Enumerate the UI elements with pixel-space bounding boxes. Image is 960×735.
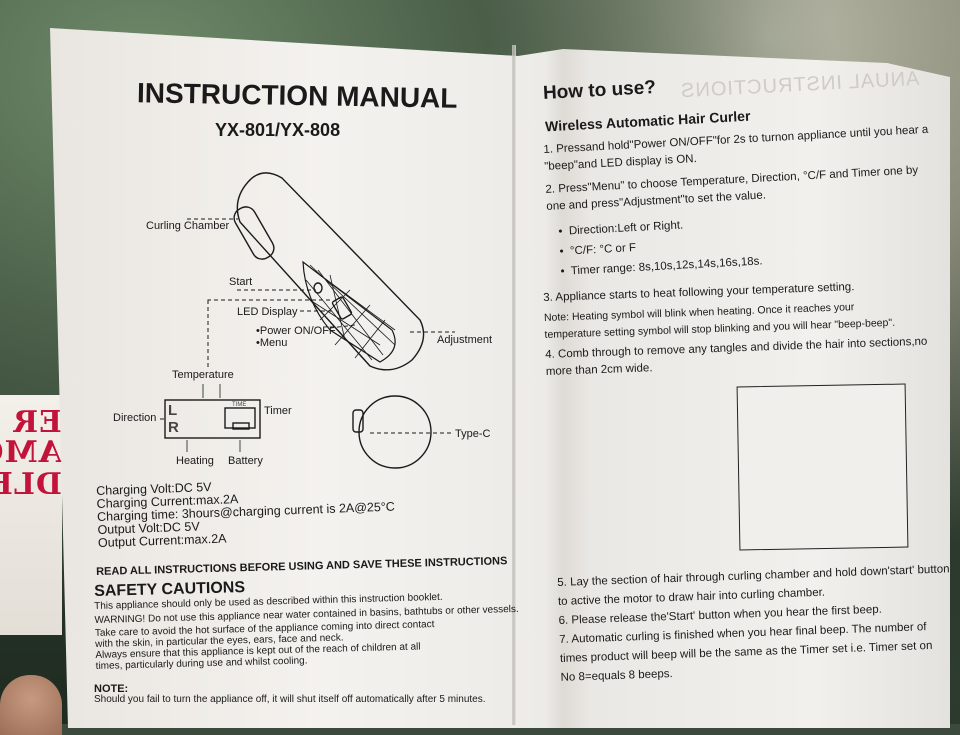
label-led-display: LED Display xyxy=(237,306,298,318)
curler-end-view xyxy=(358,395,432,469)
label-timer: Timer xyxy=(264,405,292,417)
label-start: Start xyxy=(229,276,253,288)
display-panel xyxy=(164,399,261,439)
label-direction: Direction xyxy=(113,412,157,424)
note-text: Should you fail to turn the appliance of… xyxy=(94,694,486,705)
label-power: •Power ON/OFF xyxy=(256,325,336,337)
label-menu: •Menu xyxy=(256,337,288,349)
label-adjustment: Adjustment xyxy=(437,334,493,346)
display-time-label: TIME xyxy=(232,402,247,408)
thumb xyxy=(0,675,62,735)
note-title: NOTE: xyxy=(94,683,129,695)
steps-bottom: 5. Lay the section of hair through curli… xyxy=(557,560,953,688)
steps-mid: 3. Appliance starts to heat following yo… xyxy=(543,277,928,381)
illustration-frame xyxy=(736,383,909,551)
manual-sheet xyxy=(50,28,950,728)
label-heating: Heating xyxy=(176,455,214,467)
charging-specs: Charging Volt:DC 5V Charging Current:max… xyxy=(96,475,396,550)
safety-text: This appliance should only be used as de… xyxy=(94,589,520,672)
label-curling-chamber: Curling Chamber xyxy=(146,220,230,232)
display-letter-l: L xyxy=(168,402,178,419)
label-type-c: Type-C xyxy=(455,428,491,440)
page-fold xyxy=(512,45,516,725)
led-display-window xyxy=(331,296,353,320)
model-number: YX-801/YX-808 xyxy=(215,120,341,140)
display-letter-r: R xyxy=(168,419,179,436)
magazine-edge: ER AMC DLE xyxy=(0,395,62,635)
label-temperature: Temperature xyxy=(172,369,234,381)
settings-bullets: • Direction:Left or Right. • °C/F: °C or… xyxy=(558,211,763,282)
chamber-slot xyxy=(233,206,275,260)
label-battery: Battery xyxy=(228,455,263,467)
